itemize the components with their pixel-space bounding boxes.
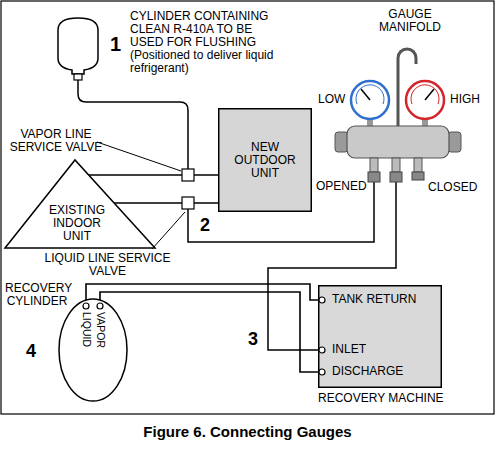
manifold-body <box>347 126 449 158</box>
leader-line <box>152 212 185 249</box>
recovery-cylinder-outline <box>58 298 128 402</box>
port-fitting <box>370 158 378 172</box>
port-symbol <box>83 303 89 309</box>
valve-knob <box>335 132 348 152</box>
callout-note: CYLINDER CONTAINING CLEAN R-410A TO BE U… <box>130 10 288 75</box>
port-symbol <box>319 369 325 375</box>
refrigerant-line <box>114 202 218 204</box>
valve-state-label: CLOSED <box>428 181 477 194</box>
callout-number: 4 <box>26 342 36 360</box>
port-fitting <box>392 158 400 172</box>
figure-caption: Figure 6. Connecting Gauges <box>0 423 495 441</box>
port-label: DISCHARGE <box>332 365 403 378</box>
indoor-unit-shape: EXISTING INDOOR UNIT <box>5 160 155 248</box>
gauge-label: LOW <box>318 93 345 106</box>
flushing-cylinder <box>58 18 98 74</box>
part-label: GAUGE MANIFOLD <box>364 8 456 34</box>
valve-state-label: OPENED <box>316 180 367 193</box>
unit-name: NEW OUTDOOR UNIT <box>229 141 301 180</box>
service-valve <box>182 197 194 209</box>
recovery-cylinder: RECOVERY CYLINDERLIQUIDVAPOR <box>58 298 128 402</box>
port-label: VAPOR <box>95 312 106 348</box>
valve-knob <box>448 132 461 152</box>
unit-name: EXISTING INDOOR UNIT <box>44 204 110 243</box>
callout-number: 2 <box>200 216 210 234</box>
gauge-label: HIGH <box>450 93 480 106</box>
recovery-machine-box: TANK RETURNINLETDISCHARGERECOVERY MACHIN… <box>318 285 442 388</box>
hose <box>78 80 188 169</box>
gauge-scale <box>356 85 384 104</box>
gauge-scale <box>411 85 439 104</box>
low-gauge <box>351 81 389 119</box>
cylinder-outline <box>59 299 127 401</box>
leader-line <box>97 142 181 171</box>
port-symbol <box>319 297 325 303</box>
callout-number: 1 <box>110 34 121 54</box>
box-outline <box>219 109 312 212</box>
figure-frame <box>1 1 494 414</box>
part-label: RECOVERY MACHINE <box>318 392 442 405</box>
port-label: LIQUID <box>81 312 92 347</box>
port-symbol <box>97 303 103 309</box>
cylinder-valve <box>74 74 82 80</box>
outdoor-unit-box: NEW OUTDOOR UNIT <box>218 108 312 212</box>
hose <box>100 292 318 372</box>
port-label: INLET <box>332 343 366 356</box>
port-label: TANK RETURN <box>332 293 416 306</box>
part-label: LIQUID LINE SERVICE VALVE <box>40 252 175 278</box>
hose-nut <box>368 172 380 182</box>
hose-nut <box>390 172 402 182</box>
callout-number: 3 <box>248 330 258 348</box>
part-label: RECOVERY CYLINDER <box>5 282 69 308</box>
gauge-needle <box>361 89 370 100</box>
refrigerant-line <box>89 174 218 176</box>
port-cap <box>412 172 424 180</box>
port-fitting <box>414 158 422 172</box>
port-symbol <box>319 347 325 353</box>
high-gauge <box>406 81 444 119</box>
box-outline <box>319 286 442 388</box>
gauge-needle <box>425 89 434 100</box>
unit-outline <box>5 160 155 248</box>
service-valve <box>182 169 194 181</box>
part-label: VAPOR LINE SERVICE VALVE <box>6 128 106 154</box>
